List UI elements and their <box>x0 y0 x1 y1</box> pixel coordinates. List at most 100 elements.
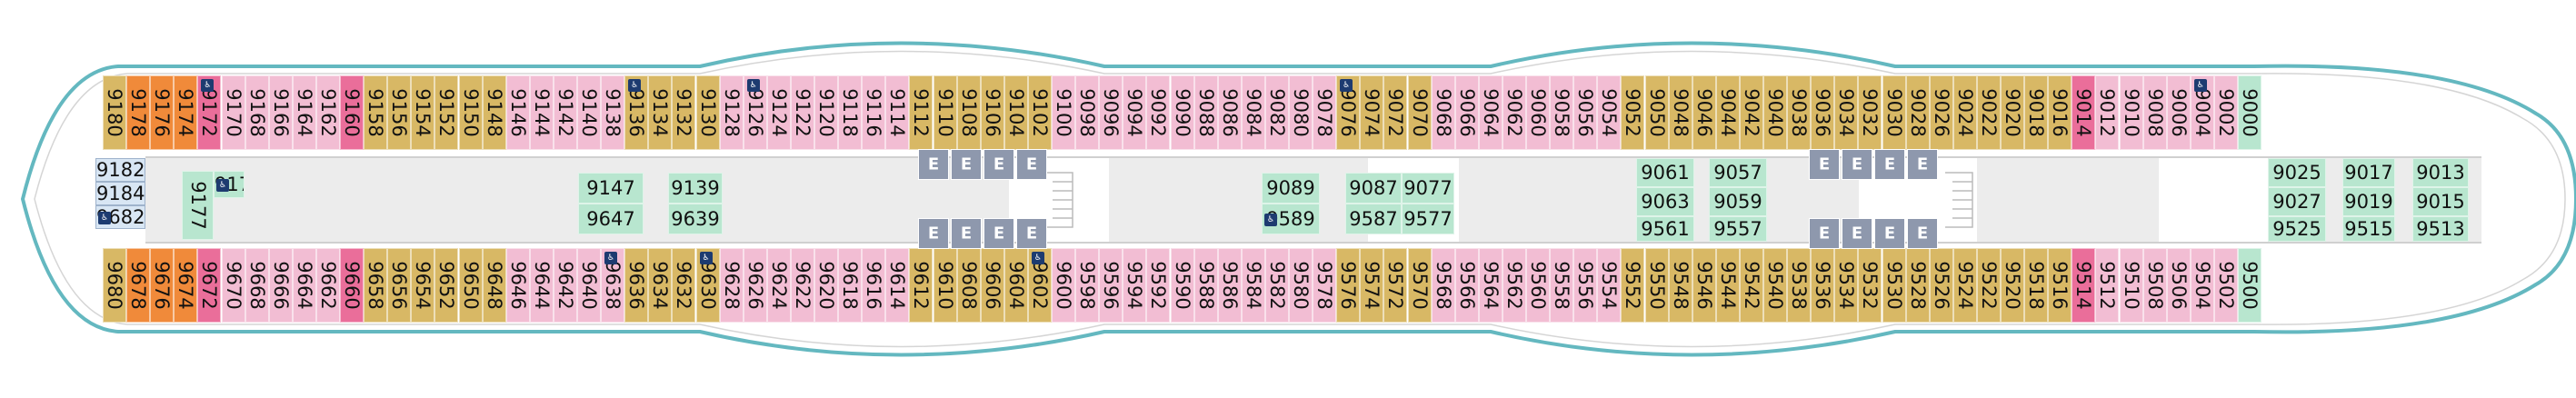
cabin-top[interactable]: 9126♿ <box>743 75 767 150</box>
cabin-bottom[interactable]: 9526 <box>1929 248 1953 323</box>
cabin-top[interactable]: 9102 <box>1027 75 1052 150</box>
cabin-top[interactable]: 9164 <box>292 75 316 150</box>
cabin-interior[interactable]: 9147 <box>578 173 644 204</box>
cabin-top[interactable]: 9034 <box>1834 75 1859 150</box>
cabin-top[interactable]: 9022 <box>1976 75 2001 150</box>
cabin-bottom[interactable]: 9512 <box>2095 248 2120 323</box>
cabin-interior[interactable]: 9557 <box>1709 216 1767 242</box>
cabin-top[interactable]: 9004♿ <box>2190 75 2214 150</box>
cabin-bottom[interactable]: 9560 <box>1526 248 1551 323</box>
cabin-top[interactable]: 9144 <box>529 75 554 150</box>
cabin-interior[interactable]: 9184 <box>95 182 145 205</box>
cabin-bottom[interactable]: 9676 <box>150 248 175 323</box>
cabin-top[interactable]: 9116 <box>862 75 886 150</box>
cabin-top[interactable]: 9036 <box>1811 75 1835 150</box>
cabin-top[interactable]: 9040 <box>1763 75 1788 150</box>
cabin-top[interactable]: 9122 <box>790 75 814 150</box>
cabin-bottom[interactable]: 9520 <box>2001 248 2025 323</box>
cabin-interior[interactable]: 9061 <box>1636 158 1694 187</box>
cabin-bottom[interactable]: 9602♿ <box>1027 248 1052 323</box>
cabin-top[interactable]: 9066 <box>1454 75 1479 150</box>
cabin-top[interactable]: 9154 <box>411 75 435 150</box>
cabin-bottom[interactable]: 9646 <box>505 248 530 323</box>
cabin-bottom[interactable]: 9598 <box>1075 248 1100 323</box>
cabin-bottom[interactable]: 9664 <box>292 248 316 323</box>
cabin-bottom[interactable]: 9668 <box>245 248 269 323</box>
cabin-top[interactable]: 9140 <box>577 75 602 150</box>
cabin-bottom[interactable]: 9586 <box>1217 248 1242 323</box>
cabin-bottom[interactable]: 9594 <box>1123 248 1147 323</box>
cabin-bottom[interactable]: 9572 <box>1383 248 1408 323</box>
cabin-top[interactable]: 9130 <box>695 75 720 150</box>
cabin-interior[interactable]: 9513 <box>2412 216 2469 242</box>
cabin-bottom[interactable]: 9580 <box>1289 248 1313 323</box>
cabin-bottom[interactable]: 9678 <box>126 248 151 323</box>
cabin-bottom[interactable]: 9632 <box>672 248 696 323</box>
cabin-interior[interactable]: 9175♿ <box>214 171 245 198</box>
cabin-bottom[interactable]: 9528 <box>1905 248 1930 323</box>
cabin-top[interactable]: 9026 <box>1929 75 1953 150</box>
cabin-top[interactable]: 9074 <box>1360 75 1384 150</box>
cabin-bottom[interactable]: 9630♿ <box>695 248 720 323</box>
cabin-bottom[interactable]: 9644 <box>529 248 554 323</box>
cabin-bottom[interactable]: 9558 <box>1550 248 1574 323</box>
cabin-top[interactable]: 9156 <box>387 75 412 150</box>
cabin-bottom[interactable]: 9640 <box>577 248 602 323</box>
cabin-top[interactable]: 9166 <box>268 75 293 150</box>
cabin-top[interactable]: 9168 <box>245 75 269 150</box>
cabin-top[interactable]: 9072 <box>1383 75 1408 150</box>
cabin-bottom[interactable]: 9592 <box>1146 248 1171 323</box>
cabin-interior[interactable]: 9561 <box>1636 216 1694 242</box>
cabin-bottom[interactable]: 9584 <box>1241 248 1265 323</box>
cabin-bottom[interactable]: 9662 <box>315 248 340 323</box>
cabin-interior[interactable]: 9177 <box>182 171 214 240</box>
cabin-bottom[interactable]: 9576 <box>1336 248 1361 323</box>
cabin-bottom[interactable]: 9590 <box>1170 248 1194 323</box>
cabin-bottom[interactable]: 9680 <box>103 248 127 323</box>
cabin-top[interactable]: 9124 <box>766 75 791 150</box>
cabin-top[interactable]: 9162 <box>315 75 340 150</box>
cabin-interior[interactable]: 9087 <box>1345 173 1402 204</box>
cabin-bottom[interactable]: 9588 <box>1193 248 1218 323</box>
cabin-top[interactable]: 9052 <box>1621 75 1645 150</box>
cabin-bottom[interactable]: 9510 <box>2119 248 2143 323</box>
cabin-bottom[interactable]: 9516 <box>2048 248 2072 323</box>
cabin-top[interactable]: 9152 <box>434 75 459 150</box>
cabin-bottom[interactable]: 9544 <box>1715 248 1740 323</box>
cabin-top[interactable]: 9010 <box>2119 75 2143 150</box>
cabin-bottom[interactable]: 9650 <box>458 248 483 323</box>
cabin-top[interactable]: 9128 <box>719 75 744 150</box>
cabin-bottom[interactable]: 9648 <box>482 248 506 323</box>
cabin-top[interactable]: 9108 <box>956 75 981 150</box>
cabin-top[interactable]: 9046 <box>1692 75 1716 150</box>
cabin-top[interactable]: 9142 <box>553 75 577 150</box>
cabin-top[interactable]: 9006 <box>2166 75 2191 150</box>
cabin-top[interactable]: 9104 <box>1003 75 1028 150</box>
cabin-bottom[interactable]: 9656 <box>387 248 412 323</box>
cabin-top[interactable]: 9088 <box>1193 75 1218 150</box>
cabin-top[interactable]: 9020 <box>2001 75 2025 150</box>
cabin-bottom[interactable]: 9612 <box>909 248 934 323</box>
cabin-bottom[interactable]: 9562 <box>1502 248 1526 323</box>
cabin-bottom[interactable]: 9620 <box>814 248 839 323</box>
cabin-bottom[interactable]: 9670 <box>221 248 245 323</box>
cabin-interior[interactable]: 9639 <box>668 204 723 234</box>
cabin-interior[interactable]: 9059 <box>1709 187 1767 216</box>
cabin-top[interactable]: 9084 <box>1241 75 1265 150</box>
cabin-bottom[interactable]: 9626 <box>743 248 767 323</box>
cabin-bottom[interactable]: 9540 <box>1763 248 1788 323</box>
cabin-interior[interactable]: 9589♿ <box>1262 204 1320 234</box>
cabin-bottom[interactable]: 9554 <box>1597 248 1622 323</box>
cabin-bottom[interactable]: 9672 <box>197 248 222 323</box>
cabin-top[interactable]: 9076♿ <box>1336 75 1361 150</box>
cabin-bottom[interactable]: 9666 <box>268 248 293 323</box>
cabin-top[interactable]: 9060 <box>1526 75 1551 150</box>
cabin-top[interactable]: 9082 <box>1264 75 1289 150</box>
cabin-top[interactable]: 9058 <box>1550 75 1574 150</box>
cabin-bottom[interactable]: 9530 <box>1882 248 1906 323</box>
cabin-top[interactable]: 9120 <box>814 75 839 150</box>
cabin-top[interactable]: 9134 <box>648 75 673 150</box>
cabin-bottom[interactable]: 9628 <box>719 248 744 323</box>
cabin-interior[interactable]: 9682♿ <box>95 205 145 229</box>
cabin-top[interactable]: 9094 <box>1123 75 1147 150</box>
